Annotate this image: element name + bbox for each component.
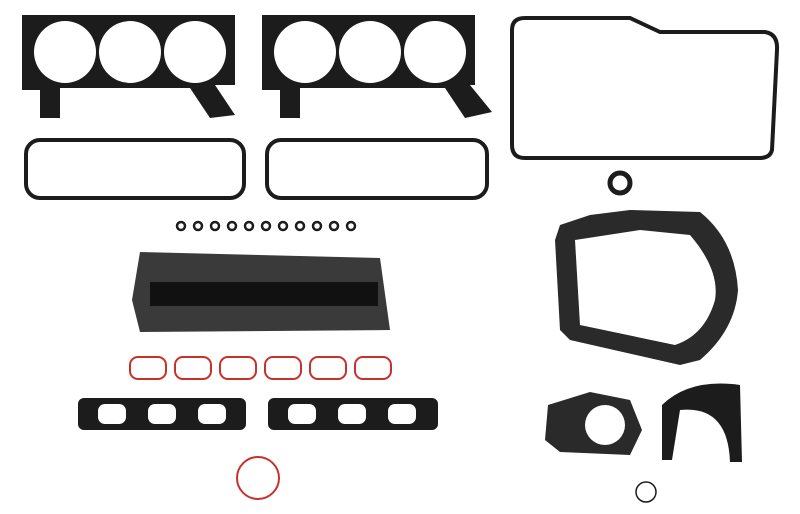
red-o-ring (236, 456, 280, 500)
exhaust-gasket-right (268, 398, 438, 430)
exhaust-gasket-left (78, 398, 246, 430)
valley-pan-gasket (132, 252, 390, 332)
valve-cover-gasket-right (265, 138, 489, 200)
valve-seal-row (175, 220, 357, 232)
head-gasket-right (262, 15, 492, 118)
head-gasket-left (22, 15, 235, 118)
timing-cover-gasket (555, 210, 738, 365)
rear-seal-gasket (662, 383, 742, 462)
intake-seals (129, 356, 392, 380)
oil-pan-gasket (510, 16, 780, 160)
small-o-ring (635, 481, 657, 503)
seal-ring (607, 170, 633, 196)
valve-cover-gasket-left (24, 138, 246, 200)
